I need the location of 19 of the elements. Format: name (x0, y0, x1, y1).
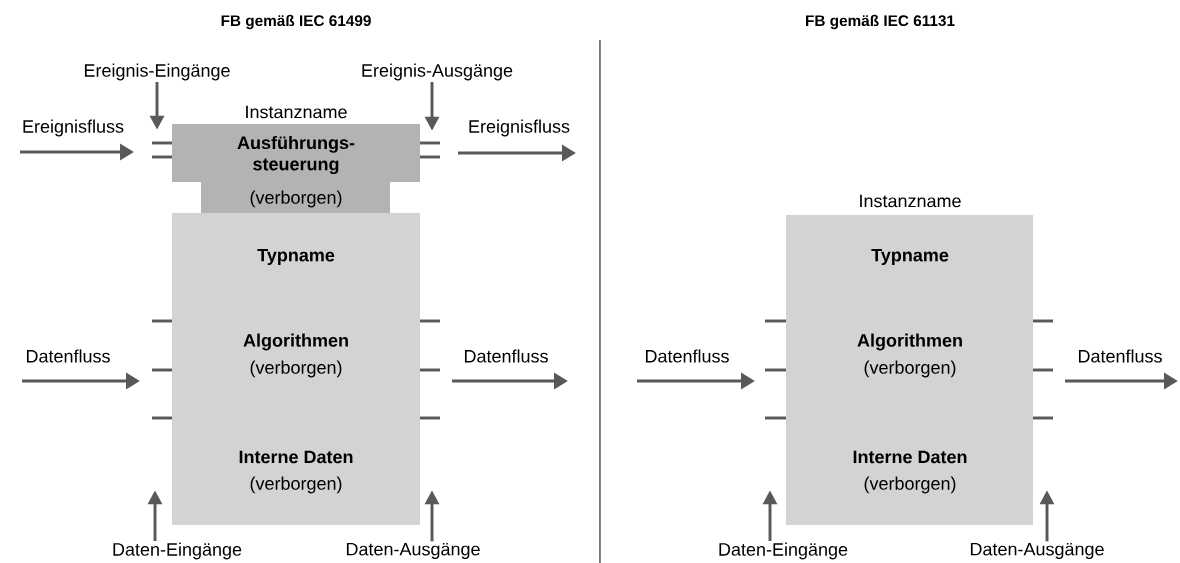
port-label: Daten-Eingänge (719, 542, 848, 560)
flow-label: Datenfluss (645, 349, 729, 363)
flow-label: Datenfluss (464, 349, 548, 363)
function-block-box: Typname Algorithmen (verborgen) Interne Daten (verborgen) (172, 213, 420, 525)
port-label: Ereignis-Ausgänge (362, 63, 513, 81)
port-label: Daten-Ausgänge (346, 542, 480, 560)
flow-label: Ereignisfluss (23, 119, 124, 137)
port-label: Daten-Ausgänge (970, 542, 1104, 560)
execution-control-box: Instanzname Ausführungs- steuerung (verborgen) (172, 105, 420, 213)
port-label: Ereignis-Eingänge (84, 63, 230, 81)
node-label: Instanzname (246, 105, 347, 119)
heading: FB gemäß IEC 61131 (806, 14, 955, 30)
function-block-box: Instanzname Typname Algorithmen (verborgen) Interne Daten (verborgen) (786, 194, 1033, 525)
flow-label: Ereignisfluss (469, 119, 570, 137)
heading: FB gemäß IEC 61499 (221, 14, 371, 30)
flow-label: Datenfluss (1078, 349, 1162, 363)
port-label: Daten-Eingänge (113, 542, 242, 560)
node-label: Instanzname (860, 194, 961, 208)
flow-label: Datenfluss (27, 349, 110, 363)
